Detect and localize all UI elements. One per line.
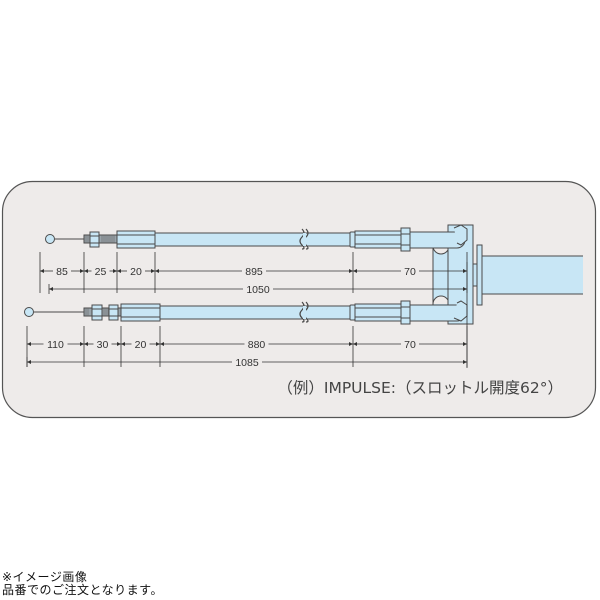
cable-sleeve-right xyxy=(354,230,403,249)
adjuster-nut xyxy=(400,300,411,325)
upper-cable xyxy=(45,224,468,252)
dimension-label: 70 xyxy=(404,339,416,351)
lock-nut-2 xyxy=(108,304,119,321)
dimension-label: 85 xyxy=(56,266,68,278)
order-note: 品番でのご注文となります。 xyxy=(2,583,163,597)
adjuster-nut xyxy=(400,227,411,252)
dimension-annotations: 85 25 20 895 70 1050 110 30 20 880 70 1085 xyxy=(26,252,468,369)
dimension-label: 895 xyxy=(245,266,263,278)
housing-flange xyxy=(476,244,483,306)
dimension-label: 70 xyxy=(404,266,416,278)
dimension-label: 20 xyxy=(135,339,147,351)
total-length-label: 1085 xyxy=(235,357,259,369)
dimension-label: 110 xyxy=(47,339,64,351)
handlebar-tube xyxy=(482,256,583,294)
lower-cable xyxy=(24,300,468,325)
dimension-label: 30 xyxy=(97,339,109,351)
outer-cable xyxy=(159,305,353,320)
cable-end-ball xyxy=(45,234,55,244)
cable-end-ball xyxy=(24,307,34,317)
lock-nut xyxy=(91,304,103,321)
lock-nut xyxy=(89,231,100,248)
outer-cable xyxy=(154,232,353,247)
dimension-label: 25 xyxy=(95,266,107,278)
dimension-label: 20 xyxy=(130,266,142,278)
cable-sleeve-left xyxy=(116,230,156,249)
image-note: ※イメージ画像 xyxy=(2,570,88,584)
diagram-caption: （例）IMPULSE:（スロットル開度62°） xyxy=(277,379,563,397)
total-length-label: 1050 xyxy=(246,284,270,296)
cable-sleeve-right xyxy=(354,303,403,322)
dimension-label: 880 xyxy=(248,339,266,351)
cable-sleeve-left xyxy=(120,303,161,322)
